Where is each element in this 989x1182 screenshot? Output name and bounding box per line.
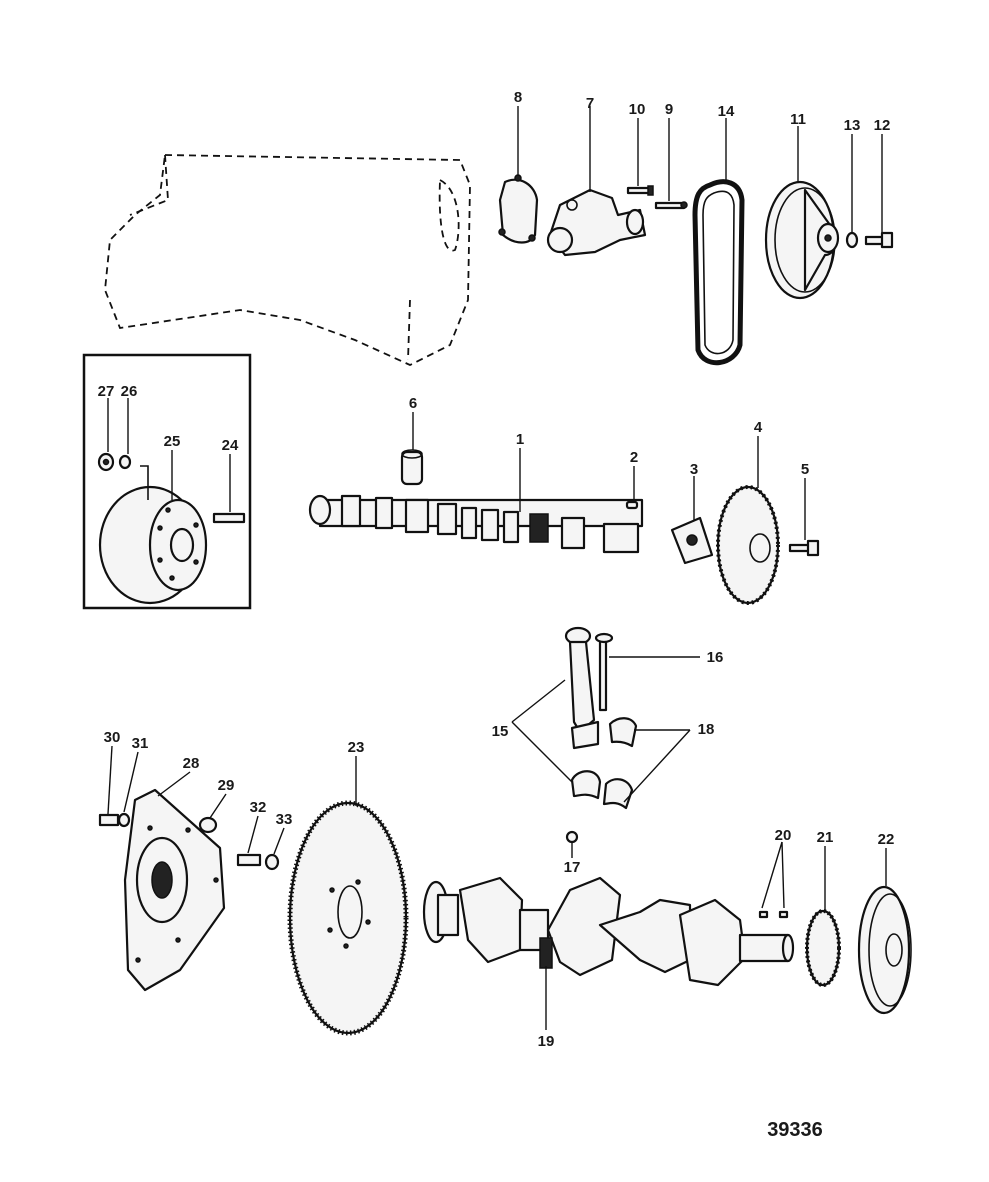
callout-22: 22 xyxy=(878,831,895,848)
callout-2: 2 xyxy=(630,449,638,466)
flexplate-washer xyxy=(117,812,131,828)
crankshaft-gear xyxy=(805,909,841,987)
pulley-bolt xyxy=(864,231,894,249)
harmonic-balancer xyxy=(857,885,912,1015)
callout-18: 18 xyxy=(698,721,715,738)
callout-labels: 8 7 10 9 14 11 13 12 6 1 2 3 4 5 27 26 2… xyxy=(98,89,895,1050)
inset-lockwasher xyxy=(118,454,132,470)
callout-30: 30 xyxy=(104,729,121,746)
callout-13: 13 xyxy=(844,117,861,134)
callout-12: 12 xyxy=(874,117,891,134)
flywheel-washer xyxy=(264,853,280,871)
callout-6: 6 xyxy=(409,395,417,412)
flexplate-dowel xyxy=(198,816,218,834)
inset-stud xyxy=(212,512,246,524)
flexplate-bolt xyxy=(98,813,120,827)
thrust-plate xyxy=(670,516,714,565)
callout-29: 29 xyxy=(218,777,235,794)
callout-23: 23 xyxy=(348,739,365,756)
callout-32: 32 xyxy=(250,799,267,816)
leader-lines xyxy=(107,106,887,1030)
inset-box xyxy=(82,353,252,610)
crankshaft-keys xyxy=(758,910,789,919)
engine-block-outline xyxy=(104,154,471,366)
callout-24: 24 xyxy=(222,437,239,454)
callout-33: 33 xyxy=(276,811,293,828)
inset-coupler xyxy=(98,465,208,605)
connecting-rod xyxy=(564,626,600,750)
crankshaft xyxy=(422,876,795,987)
callout-3: 3 xyxy=(690,461,698,478)
camshaft-gear xyxy=(716,485,780,605)
water-pump-gasket xyxy=(498,174,539,244)
callout-14: 14 xyxy=(718,103,735,120)
callout-5: 5 xyxy=(801,461,809,478)
drive-belt xyxy=(692,179,745,366)
rod-bearing-lower xyxy=(602,778,634,810)
pulley-washer xyxy=(845,231,859,249)
callout-19: 19 xyxy=(538,1033,555,1050)
valve-lifter xyxy=(400,449,424,486)
callout-26: 26 xyxy=(121,383,138,400)
callout-10: 10 xyxy=(629,101,646,118)
flywheel xyxy=(287,800,409,1036)
callout-1: 1 xyxy=(516,431,524,448)
flexplate xyxy=(123,788,226,992)
inset-nut xyxy=(97,452,115,472)
water-pump xyxy=(546,188,647,257)
rod-bearing-upper xyxy=(608,717,638,748)
callout-21: 21 xyxy=(817,829,834,846)
crankshaft-pulley xyxy=(764,180,840,300)
flywheel-bolt xyxy=(236,853,262,867)
callout-9: 9 xyxy=(665,101,673,118)
rod-nut xyxy=(565,830,579,844)
connecting-rod-bolt xyxy=(594,632,614,712)
camshaft-key xyxy=(625,500,639,510)
camshaft xyxy=(308,494,644,554)
callout-8: 8 xyxy=(514,89,522,106)
callout-20: 20 xyxy=(775,827,792,844)
callout-17: 17 xyxy=(564,859,581,876)
water-pump-bolt-long xyxy=(654,201,688,210)
rod-cap xyxy=(570,770,602,800)
callout-31: 31 xyxy=(132,735,149,752)
callout-11: 11 xyxy=(790,111,806,128)
callout-16: 16 xyxy=(707,649,724,666)
camshaft-gear-bolt xyxy=(788,539,820,557)
callout-25: 25 xyxy=(164,433,181,450)
callout-7: 7 xyxy=(586,95,594,112)
figure-number: 39336 xyxy=(767,1119,823,1141)
callout-4: 4 xyxy=(754,419,763,436)
callout-27: 27 xyxy=(98,383,115,400)
callout-15: 15 xyxy=(492,723,509,740)
callout-28: 28 xyxy=(183,755,200,772)
water-pump-bolt-short xyxy=(626,185,654,196)
